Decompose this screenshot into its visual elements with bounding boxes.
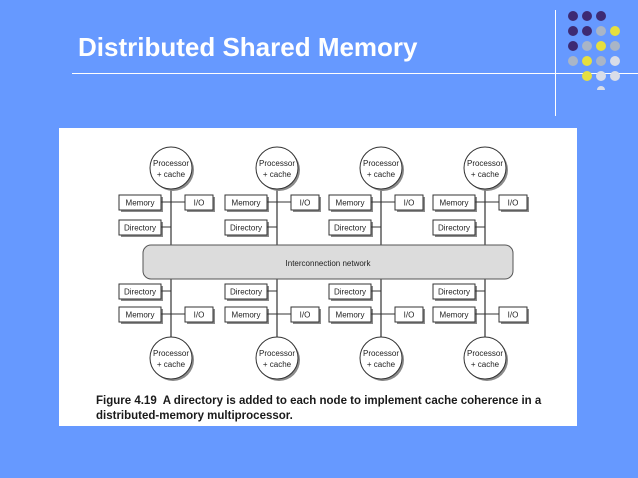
slide-title: Distributed Shared Memory (78, 32, 418, 62)
cache-label: + cache (157, 360, 186, 369)
interconnect-label: Interconnection network (286, 259, 372, 268)
memory-box-label: Memory (336, 311, 365, 320)
dot (596, 26, 606, 36)
io-box-label: I/O (508, 311, 519, 320)
dot (596, 11, 606, 21)
dot (610, 71, 620, 81)
memory-box-label: Memory (126, 311, 155, 320)
processor-label: Processor (363, 349, 399, 358)
processor-cache-node (255, 336, 299, 380)
cache-label: + cache (367, 360, 396, 369)
directory-box-label: Directory (438, 224, 470, 233)
io-box-label: I/O (194, 311, 205, 320)
directory-box-label: Directory (124, 224, 156, 233)
directory-box-label: Directory (230, 224, 262, 233)
dot (610, 56, 620, 66)
dot (596, 71, 606, 81)
memory-box-label: Memory (440, 199, 469, 208)
dot (582, 11, 592, 21)
io-box-label: I/O (404, 311, 415, 320)
dot (597, 86, 605, 90)
directory-box-label: Directory (334, 224, 366, 233)
dot (568, 26, 578, 36)
memory-box-label: Memory (232, 311, 261, 320)
memory-box-label: Memory (232, 199, 261, 208)
decorative-dot-grid (568, 11, 620, 90)
directory-box-label: Directory (334, 288, 366, 297)
dot (568, 41, 578, 51)
directory-box-label: Directory (230, 288, 262, 297)
cache-label: + cache (471, 170, 500, 179)
io-box-label: I/O (194, 199, 205, 208)
dot (610, 41, 620, 51)
caption-label: Figure 4.19 (96, 395, 157, 407)
io-box-label: I/O (404, 199, 415, 208)
caption-text: A directory is added to each node to imp… (96, 395, 542, 422)
dot (582, 56, 592, 66)
io-box-label: I/O (300, 199, 311, 208)
dot (582, 41, 592, 51)
interconnection-network (142, 244, 514, 280)
title-divider (72, 73, 638, 74)
dot (582, 71, 592, 81)
cache-label: + cache (263, 170, 292, 179)
processor-label: Processor (467, 349, 503, 358)
processor-label: Processor (153, 159, 189, 168)
cache-label: + cache (263, 360, 292, 369)
dot (582, 26, 592, 36)
processor-label: Processor (467, 159, 503, 168)
dot (596, 41, 606, 51)
cache-label: + cache (471, 360, 500, 369)
dot (568, 11, 578, 21)
memory-box-label: Memory (126, 199, 155, 208)
processor-cache-node (359, 146, 403, 190)
processor-cache-node (359, 336, 403, 380)
dot (610, 26, 620, 36)
processor-cache-node (463, 336, 507, 380)
processor-cache-node (149, 336, 193, 380)
directory-box-label: Directory (438, 288, 470, 297)
processor-label: Processor (259, 159, 295, 168)
dot (568, 56, 578, 66)
vertical-divider (555, 10, 556, 116)
processor-label: Processor (363, 159, 399, 168)
processor-cache-node (149, 146, 193, 190)
processor-label: Processor (259, 349, 295, 358)
memory-box-label: Memory (440, 311, 469, 320)
processor-cache-node (463, 146, 507, 190)
dot (596, 56, 606, 66)
directory-box-label: Directory (124, 288, 156, 297)
io-box-label: I/O (300, 311, 311, 320)
processor-label: Processor (153, 349, 189, 358)
processor-cache-node (255, 146, 299, 190)
cache-label: + cache (157, 170, 186, 179)
memory-box-label: Memory (336, 199, 365, 208)
cache-label: + cache (367, 170, 396, 179)
io-box-label: I/O (508, 199, 519, 208)
